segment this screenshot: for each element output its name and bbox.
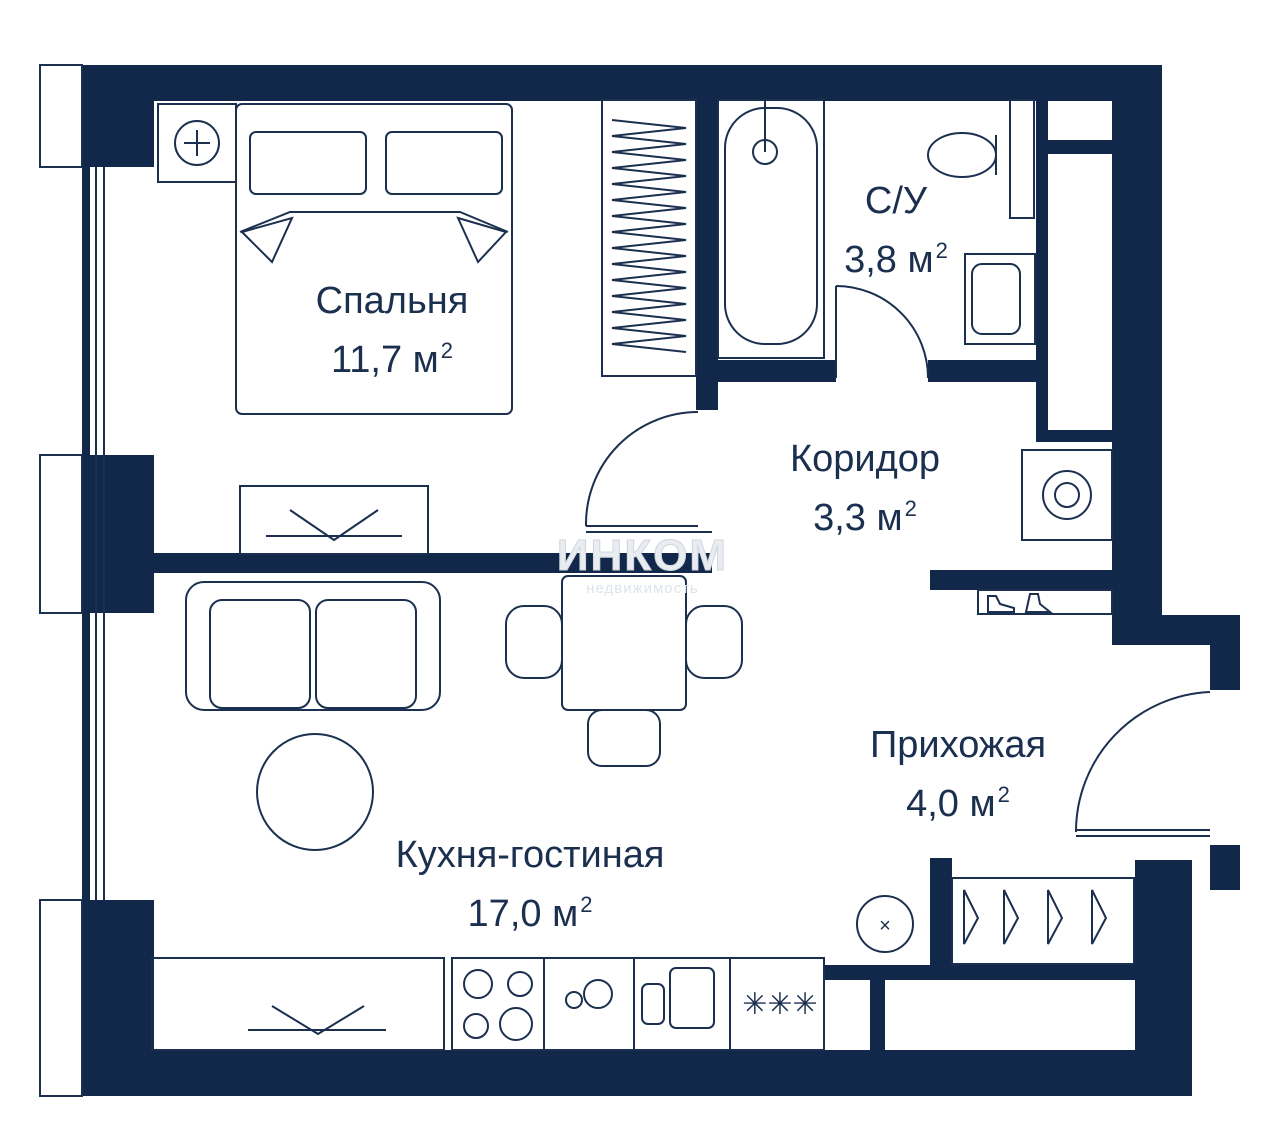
bathroom-area-unit: 2 (935, 238, 948, 263)
kitchen-fixtures: ✳✳✳ (151, 957, 825, 1051)
washing-machine (1021, 449, 1113, 541)
watermark: ИНКОМ недвижимость (535, 531, 750, 598)
windows (39, 64, 105, 1097)
bathtub (717, 99, 825, 359)
corridor-name: Коридор (789, 438, 941, 480)
hallway-label: Прихожая 4,0 м2 (838, 720, 1078, 829)
svg-text:×: × (879, 915, 891, 937)
kitchen-area-unit: 2 (580, 892, 593, 917)
kitchen-name: Кухня-гостиная (395, 834, 665, 876)
corridor-label: Коридор 3,3 м2 (760, 434, 970, 543)
bathroom-area: 3,8 м (844, 239, 934, 281)
bedroom-area-unit: 2 (440, 338, 454, 363)
corridor-area: 3,3 м (813, 497, 903, 539)
sink (964, 253, 1036, 345)
round-rug (256, 733, 374, 851)
bedroom-furniture (157, 99, 697, 555)
wardrobe-hall (951, 877, 1135, 965)
corridor-fixtures (584, 411, 1113, 615)
watermark-subtitle: недвижимость (586, 580, 699, 597)
hallway-area: 4,0 м (906, 783, 996, 825)
hallway-area-unit: 2 (997, 782, 1010, 807)
bathroom-label: С/У 3,8 м2 (826, 176, 966, 285)
hallway-fixtures: × (856, 691, 1211, 965)
bathroom-fixtures (717, 99, 1036, 379)
living-furniture (185, 575, 743, 851)
bedroom-name: Спальня (315, 280, 469, 322)
hallway-name: Прихожая (869, 724, 1047, 766)
svg-text:✳✳✳: ✳✳✳ (742, 987, 817, 1022)
kitchen-area: 17,0 м (467, 893, 579, 935)
bedroom-area: 11,7 м (330, 339, 439, 381)
bed (235, 103, 513, 415)
corridor-area-unit: 2 (904, 496, 917, 521)
toilet (1009, 99, 1035, 219)
sofa (185, 581, 441, 711)
kitchen-label: Кухня-гостиная 17,0 м2 (340, 830, 720, 939)
walls (82, 65, 1240, 1096)
watermark-brand: ИНКОМ (556, 531, 729, 580)
bathroom-name: С/У (864, 180, 928, 222)
wardrobe (601, 99, 697, 377)
bedroom-label: Спальня 11,7 м2 (292, 276, 492, 385)
